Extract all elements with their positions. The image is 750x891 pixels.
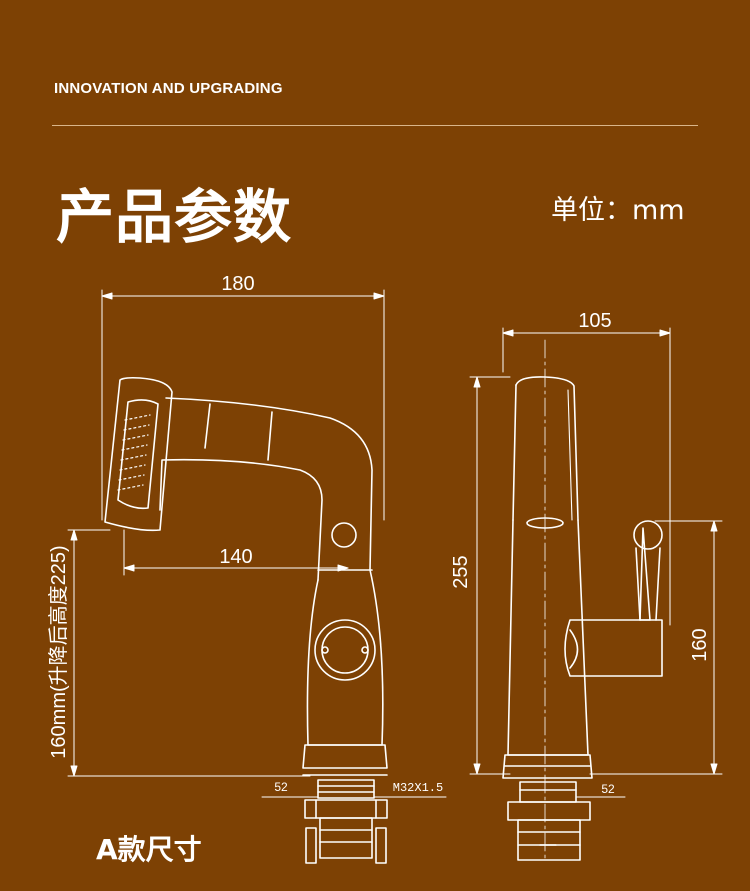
front-dimensions xyxy=(67,289,447,798)
thread-spec-label: M32X1.5 xyxy=(393,781,443,795)
side-base-label: 52 xyxy=(601,782,615,796)
front-width-label: 180 xyxy=(221,273,254,295)
header-divider xyxy=(52,125,698,126)
front-base-label: 52 xyxy=(274,780,288,794)
side-depth-label: 105 xyxy=(578,310,611,332)
front-reach-label: 140 xyxy=(219,546,252,568)
side-dimensions xyxy=(469,327,723,798)
side-height-label: 255 xyxy=(450,555,472,588)
front-height-label: 160mm(升降后高度225) xyxy=(47,545,70,758)
unit-label: 单位：mm xyxy=(551,195,685,226)
front-view-faucet xyxy=(104,376,388,864)
header-kicker: INNOVATION AND UPGRADING xyxy=(54,80,283,97)
model-caption: A款尺寸 xyxy=(96,833,202,866)
side-handle-height-label: 160 xyxy=(689,628,711,661)
page-title: 产品参数 xyxy=(56,183,293,251)
side-view-faucet xyxy=(502,376,663,861)
